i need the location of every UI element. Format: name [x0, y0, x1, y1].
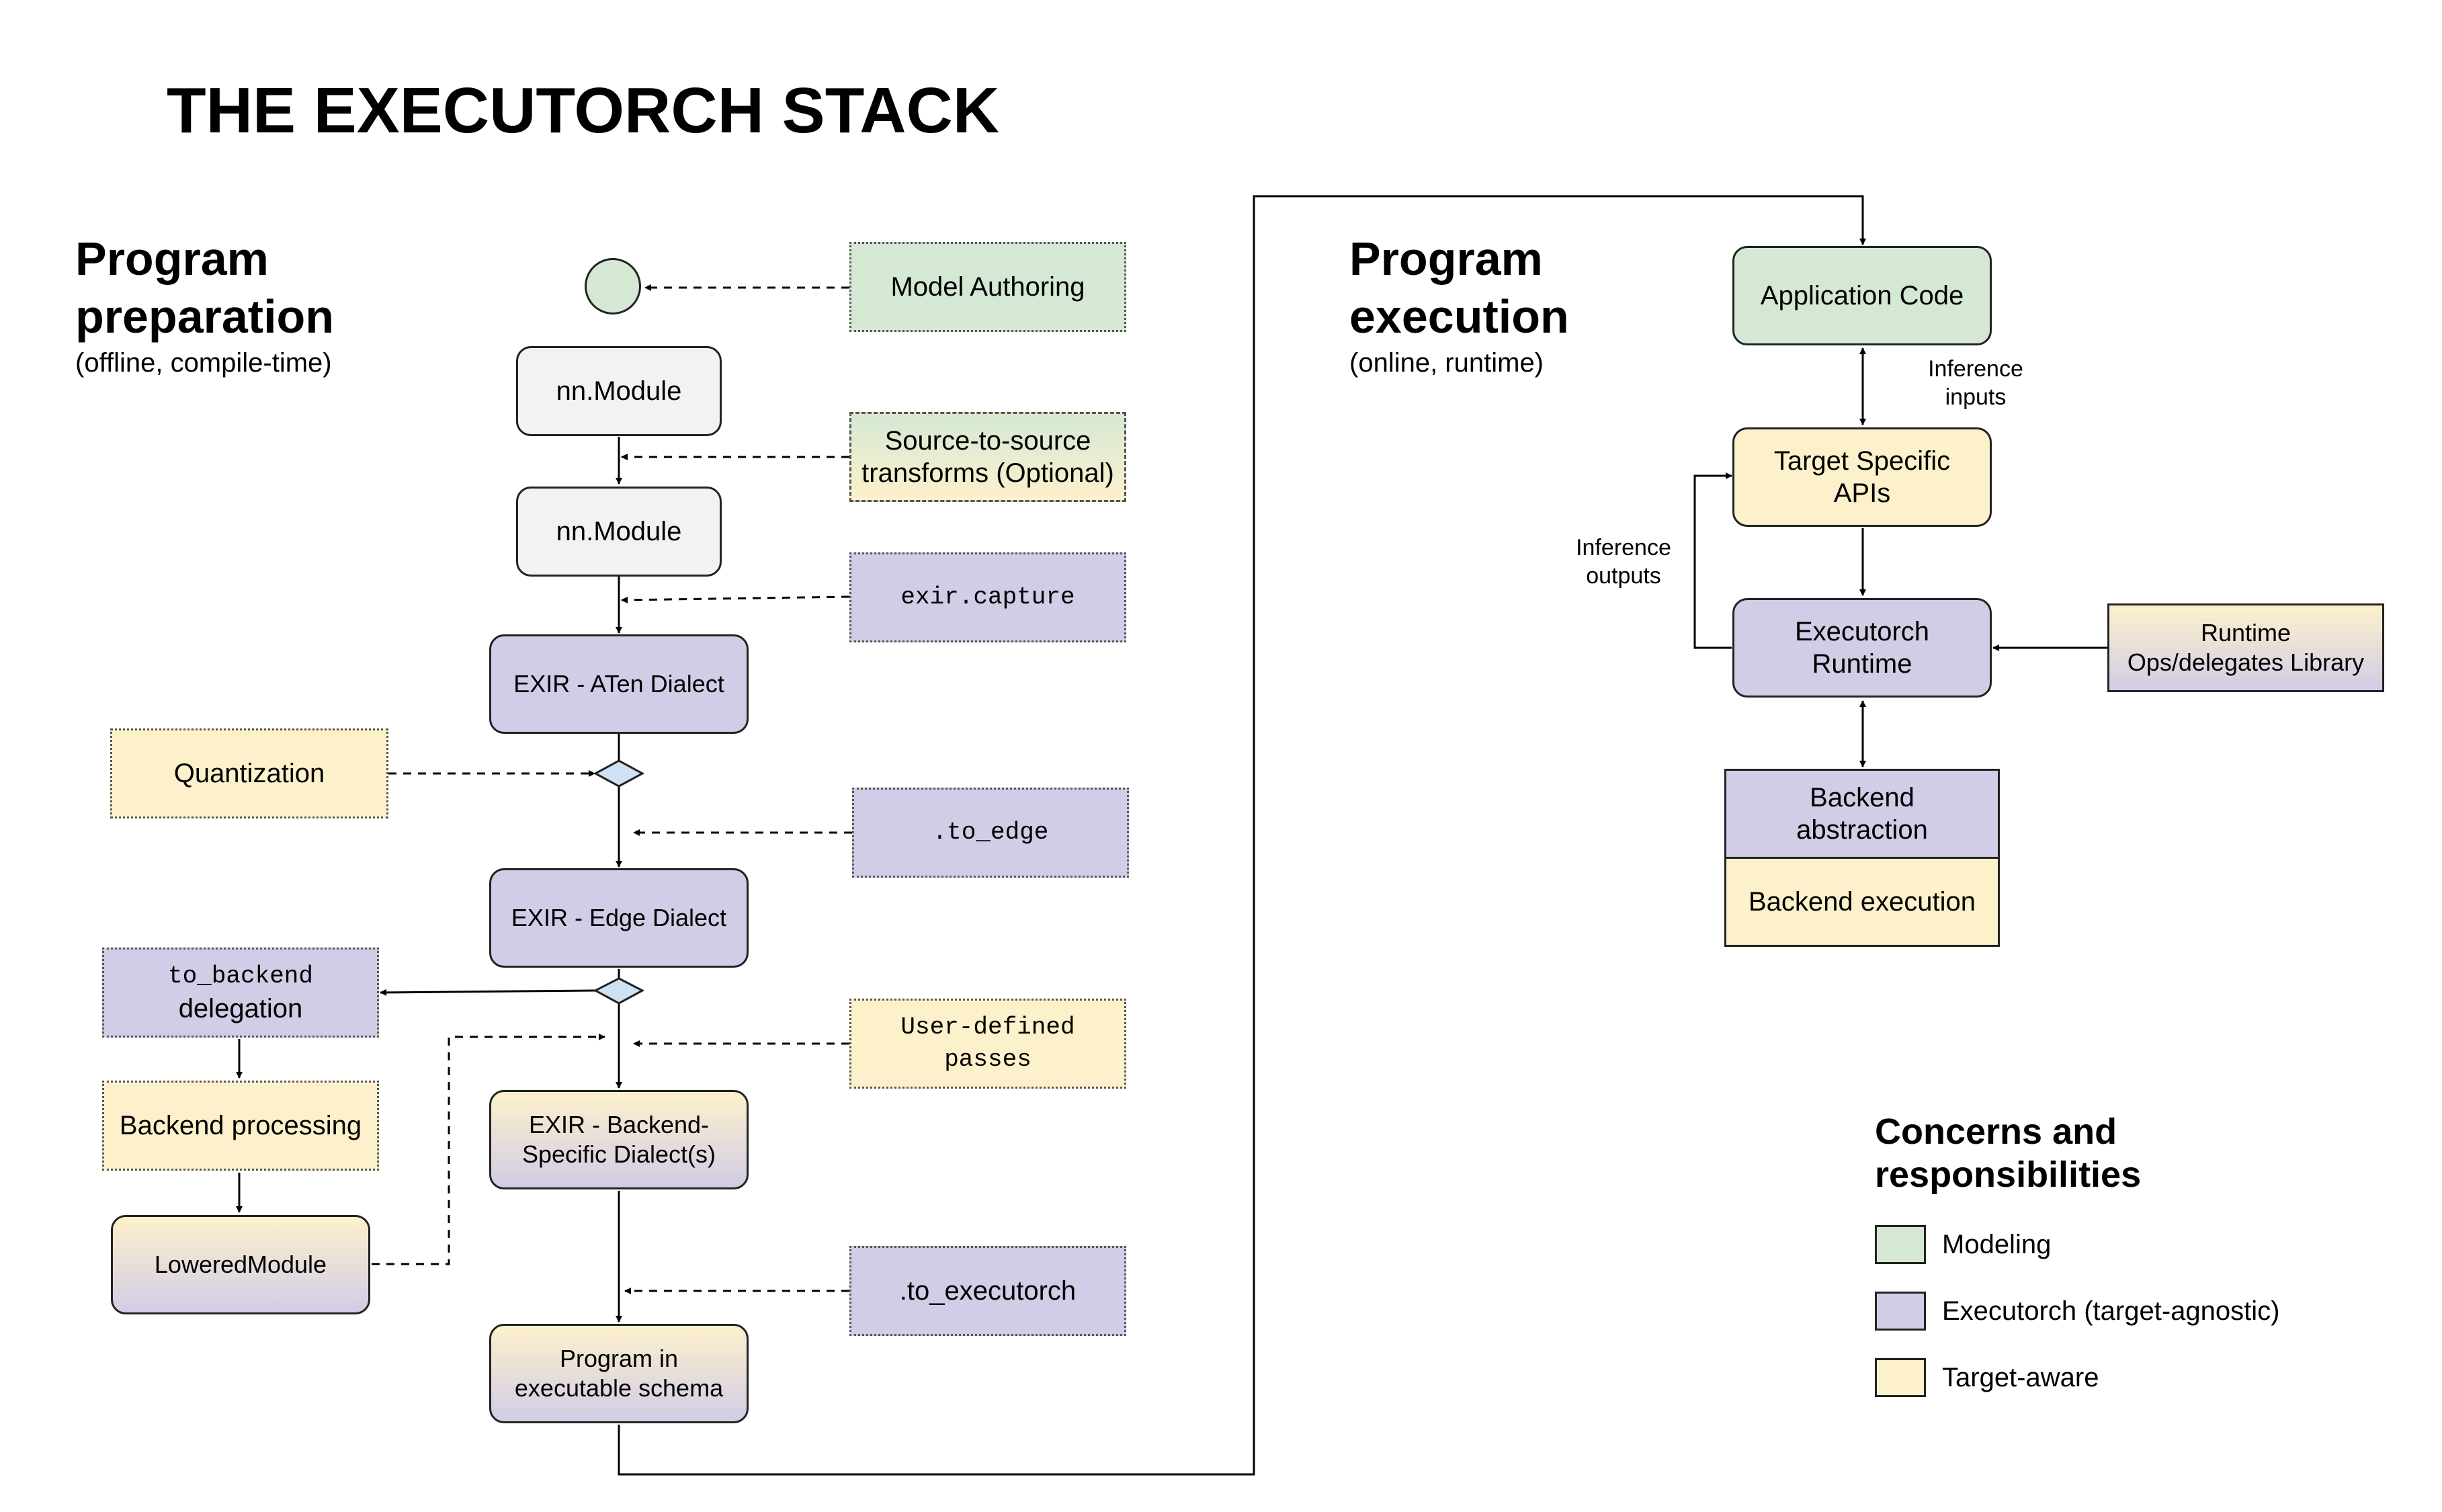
source-transforms-box: Source-to-source transforms (Optional)	[849, 412, 1126, 502]
arrow-to-backend	[380, 989, 596, 996]
to-edge-box: .to_edge	[852, 788, 1129, 878]
to-executorch-box: .to_executorch	[849, 1246, 1126, 1336]
backend-processing-box: Backend processing	[102, 1081, 379, 1171]
delegation-label: delegation	[178, 994, 303, 1023]
legend-swatch-modeling	[1875, 1225, 1926, 1264]
inference-outputs-label: Inference outputs	[1576, 535, 1671, 589]
exir-capture-box: exir.capture	[849, 552, 1126, 642]
lowered-module-box: LoweredModule	[111, 1215, 370, 1314]
inference-inputs-label: Inference inputs	[1928, 356, 2023, 410]
runtime-ops-library-box: Runtime Ops/delegates Library	[2107, 603, 2384, 692]
legend-heading-line2: responsibilities	[1875, 1154, 2142, 1195]
legend-heading: Concerns and responsibilities	[1875, 1110, 2141, 1196]
user-smiley-icon	[585, 258, 641, 314]
to-backend-delegation-box: to_backend delegation	[102, 948, 379, 1038]
executorch-runtime-box: Executorch Runtime	[1732, 598, 1992, 698]
legend-swatch-target-aware	[1875, 1358, 1926, 1397]
backend-execution-box: Backend execution	[1724, 857, 2000, 947]
legend-label-target-aware: Target-aware	[1942, 1363, 2099, 1392]
preparation-subtitle: (offline, compile-time)	[75, 348, 332, 378]
backend-abstraction-box: Backend abstraction	[1724, 769, 2000, 859]
legend-label-modeling: Modeling	[1942, 1230, 2052, 1259]
execution-heading: Program execution	[1349, 230, 1569, 345]
arrow-exir-capture	[621, 595, 850, 603]
legend-swatch-executorch	[1875, 1292, 1926, 1331]
arrow-inference-outputs	[1693, 472, 1732, 649]
to-backend-label: to_backend	[167, 962, 314, 990]
exir-backend-specific-box: EXIR - Backend-Specific Dialect(s)	[489, 1090, 749, 1189]
legend-heading-line1: Concerns and	[1875, 1111, 2117, 1152]
page-title: THE EXECUTORCH STACK	[167, 75, 1000, 146]
nn-module-box-1: nn.Module	[516, 346, 722, 436]
application-code-box: Application Code	[1732, 246, 1992, 345]
exir-aten-dialect-box: EXIR - ATen Dialect	[489, 634, 749, 734]
nn-module-box-2: nn.Module	[516, 487, 722, 577]
exir-edge-dialect-box: EXIR - Edge Dialect	[489, 868, 749, 968]
quantization-box: Quantization	[110, 728, 388, 818]
preparation-heading: Program preparation	[75, 230, 334, 345]
execution-heading-line2: execution	[1349, 290, 1569, 343]
target-specific-apis-box: Target Specific APIs	[1732, 427, 1992, 527]
arrow-program-to-application	[618, 195, 1866, 1476]
merge-diamond-quantization	[593, 759, 645, 788]
execution-heading-line1: Program	[1349, 233, 1543, 285]
execution-subtitle: (online, runtime)	[1349, 348, 1544, 378]
merge-diamond-delegation	[593, 977, 645, 1005]
user-defined-passes-box: User-defined passes	[849, 999, 1126, 1089]
program-schema-box: Program in executable schema	[489, 1324, 749, 1423]
legend-label-executorch: Executorch (target-agnostic)	[1942, 1296, 2280, 1326]
preparation-heading-line2: preparation	[75, 290, 335, 343]
model-authoring-box: Model Authoring	[849, 242, 1126, 332]
preparation-heading-line1: Program	[75, 233, 269, 285]
